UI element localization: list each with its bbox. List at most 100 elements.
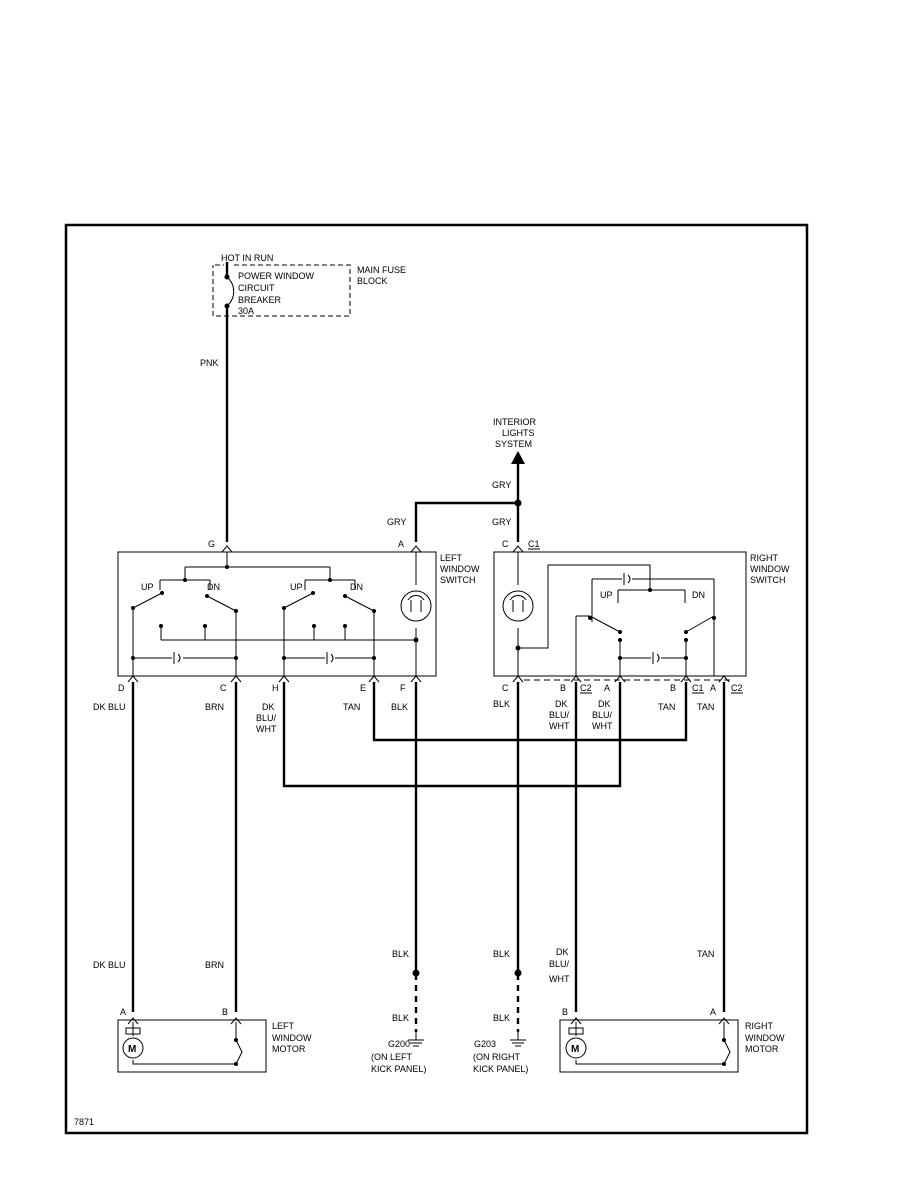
svg-text:DK BLU: DK BLU	[93, 960, 126, 970]
diagram-frame	[64, 223, 809, 1135]
svg-text:BLU/: BLU/	[549, 710, 570, 720]
svg-text:MOTOR: MOTOR	[272, 1044, 306, 1054]
svg-text:C2: C2	[580, 683, 592, 693]
svg-text:A: A	[604, 683, 610, 693]
splice-dot	[514, 499, 522, 507]
svg-text:A: A	[398, 539, 404, 549]
gry-right-label: GRY	[492, 517, 511, 527]
svg-text:UP: UP	[290, 582, 303, 592]
interior-lights-system: INTERIOR LIGHTS SYSTEM	[493, 417, 537, 464]
breaker-label-1: POWER WINDOW	[238, 271, 314, 281]
svg-text:G: G	[208, 539, 215, 549]
svg-text:MOTOR: MOTOR	[745, 1044, 779, 1054]
svg-text:WINDOW: WINDOW	[745, 1033, 785, 1043]
svg-text:WINDOW: WINDOW	[440, 564, 480, 574]
ground-g200: G200 (ON LEFT KICK PANEL)	[371, 1032, 426, 1074]
gry-top-label: GRY	[492, 480, 511, 490]
ground-g203: G203 (ON RIGHT KICK PANEL)	[473, 1032, 528, 1074]
dk-blu-wht-label-3: WHT	[256, 724, 277, 734]
svg-text:B: B	[670, 683, 676, 693]
svg-text:F: F	[400, 683, 406, 693]
left-window-motor: A B M LEFT WINDOW MOTOR	[117, 1007, 312, 1073]
brn-label: BRN	[205, 702, 224, 712]
svg-text:INTERIOR: INTERIOR	[493, 417, 537, 427]
tan-r1-label: TAN	[658, 702, 675, 712]
fuse-block-label-1: MAIN FUSE	[357, 265, 406, 275]
gry-wire-left	[414, 501, 518, 542]
left-window-switch: LEFT WINDOW SWITCH G A UP DN UP DN	[117, 539, 480, 693]
svg-text:M: M	[571, 1044, 579, 1055]
svg-text:A: A	[710, 1007, 716, 1017]
svg-text:SWITCH: SWITCH	[750, 575, 786, 585]
svg-text:A: A	[710, 683, 716, 693]
svg-text:LIGHTS: LIGHTS	[502, 428, 535, 438]
gry-left-label: GRY	[387, 517, 406, 527]
svg-text:RIGHT: RIGHT	[745, 1021, 774, 1031]
svg-text:G203: G203	[474, 1039, 496, 1049]
svg-text:(ON LEFT: (ON LEFT	[371, 1052, 413, 1062]
breaker-label-3: BREAKER	[238, 295, 282, 305]
harness-wires	[131, 682, 726, 1032]
dk-blu-wht-label-2: BLU/	[256, 713, 277, 723]
hot-in-run-label: HOT IN RUN	[221, 253, 273, 263]
svg-text:WINDOW: WINDOW	[272, 1033, 312, 1043]
svg-text:E: E	[360, 683, 366, 693]
svg-text:DN: DN	[207, 582, 220, 592]
arrow-up-icon	[511, 451, 525, 464]
pnk-wire-label: PNK	[200, 358, 219, 368]
right-window-motor: B A M RIGHT WINDOW MOTOR	[559, 1007, 785, 1073]
svg-text:(ON RIGHT: (ON RIGHT	[473, 1052, 520, 1062]
svg-text:DK: DK	[555, 699, 568, 709]
svg-text:SWITCH: SWITCH	[440, 575, 476, 585]
right-window-switch: RIGHT WINDOW SWITCH C C1 UP DN	[493, 539, 790, 694]
svg-text:LEFT: LEFT	[272, 1021, 295, 1031]
breaker-label-4: 30A	[238, 306, 254, 316]
ground-icon	[510, 1032, 526, 1047]
svg-text:DN: DN	[692, 590, 705, 600]
svg-text:BLK: BLK	[392, 949, 409, 959]
svg-text:C: C	[502, 683, 509, 693]
svg-text:DK: DK	[556, 947, 569, 957]
svg-text:C2: C2	[731, 683, 743, 693]
svg-text:KICK PANEL): KICK PANEL)	[371, 1064, 426, 1074]
breaker-label-2: CIRCUIT	[238, 283, 275, 293]
motor-icon	[122, 1037, 144, 1059]
svg-text:TAN: TAN	[697, 949, 714, 959]
svg-text:C: C	[220, 683, 227, 693]
svg-text:M: M	[128, 1044, 136, 1055]
svg-text:B: B	[562, 1007, 568, 1017]
fuse-block-label-2: BLOCK	[357, 276, 388, 286]
dk-blu-label: DK BLU	[93, 702, 126, 712]
svg-text:BLK: BLK	[493, 1013, 510, 1023]
svg-text:DK: DK	[598, 699, 611, 709]
svg-text:WHT: WHT	[549, 974, 570, 984]
ground-icon	[408, 1032, 424, 1047]
svg-text:SYSTEM: SYSTEM	[495, 439, 532, 449]
svg-text:WHT: WHT	[592, 721, 613, 731]
svg-text:WHT: WHT	[549, 721, 570, 731]
svg-text:D: D	[118, 683, 125, 693]
svg-text:DN: DN	[350, 582, 363, 592]
dk-blu-wht-label-1: DK	[262, 702, 275, 712]
svg-text:BLK: BLK	[493, 949, 510, 959]
svg-text:B: B	[222, 1007, 228, 1017]
motor-icon	[565, 1037, 587, 1059]
svg-text:A: A	[120, 1007, 126, 1017]
blk-left-label: BLK	[391, 702, 408, 712]
svg-text:BLU/: BLU/	[549, 959, 570, 969]
svg-text:LEFT: LEFT	[440, 553, 463, 563]
svg-text:BLK: BLK	[392, 1013, 409, 1023]
svg-text:B: B	[560, 683, 566, 693]
svg-text:G200: G200	[388, 1039, 410, 1049]
svg-text:C1: C1	[692, 683, 704, 693]
svg-text:BLU/: BLU/	[592, 710, 613, 720]
svg-text:C: C	[502, 539, 509, 549]
svg-text:UP: UP	[141, 582, 154, 592]
figure-number: 7871	[74, 1117, 94, 1127]
blk-right-label: BLK	[493, 699, 510, 709]
svg-text:WINDOW: WINDOW	[750, 564, 790, 574]
tan-left-label: TAN	[343, 702, 360, 712]
svg-text:RIGHT: RIGHT	[750, 553, 779, 563]
svg-text:KICK PANEL): KICK PANEL)	[473, 1064, 528, 1074]
